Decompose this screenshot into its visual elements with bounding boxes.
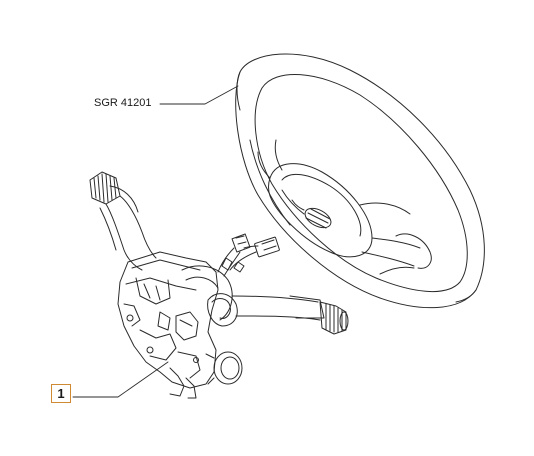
right-stalk bbox=[207, 293, 349, 335]
part-number-callout[interactable]: 1 bbox=[51, 384, 71, 403]
stalk-switch-assembly bbox=[89, 171, 349, 399]
rotary-switch bbox=[205, 351, 243, 385]
steering-wheel bbox=[235, 53, 485, 309]
wheel-reference-code: SGR 41201 bbox=[94, 97, 152, 109]
switch-housing bbox=[117, 251, 233, 399]
wiring-connector bbox=[217, 233, 280, 277]
wheel-leader-line bbox=[159, 85, 239, 105]
left-stalk bbox=[89, 171, 157, 271]
part-leader-line bbox=[72, 361, 169, 398]
